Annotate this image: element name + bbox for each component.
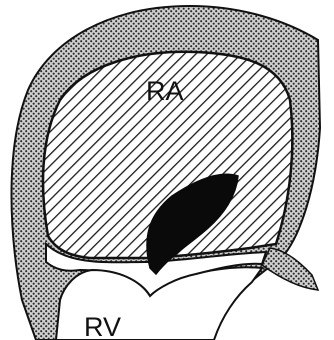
rv-label: RV [84,312,121,340]
ra-label: RA [146,76,184,106]
